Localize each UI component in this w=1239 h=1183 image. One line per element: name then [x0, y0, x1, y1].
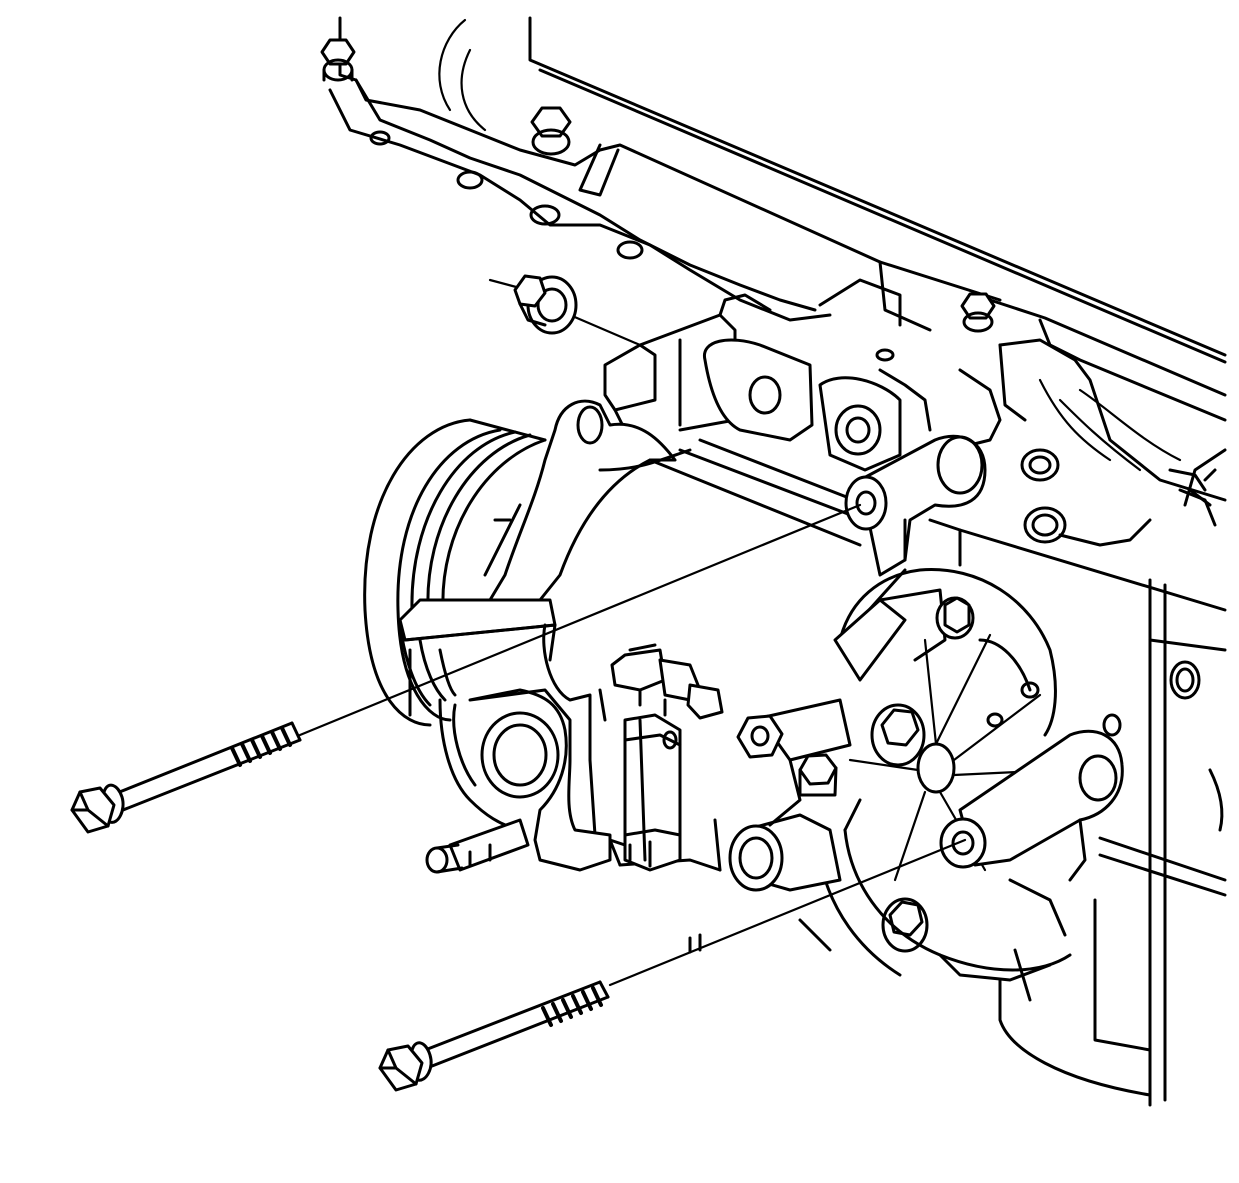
compressor-clutch-pulley [363, 418, 547, 727]
mounting-nut [488, 274, 642, 347]
hex-bolt-icon [530, 106, 572, 156]
refrigerant-ports [688, 698, 852, 954]
hex-nut-icon [798, 753, 838, 797]
electrical-connector [610, 643, 724, 872]
detail-strokes [903, 468, 1217, 1002]
hex-bolt-icon [870, 703, 926, 767]
hex-nut-washer-icon [513, 274, 578, 335]
engine-block [320, 16, 1227, 1107]
hex-bolt-icon [320, 38, 356, 82]
hex-bolt-head-icon [378, 1044, 424, 1092]
hex-fitting-icon [736, 714, 784, 759]
hex-bolt-icon [881, 897, 929, 953]
ac-compressor-body [398, 399, 987, 874]
compressor-rear-head [818, 568, 1124, 982]
mounting-bolt-lower [378, 838, 967, 1092]
mounting-bolt-upper [70, 503, 862, 834]
hex-bolt-icon [960, 292, 996, 333]
compressor-upper-mount [603, 293, 1002, 472]
hex-bolt-head-icon [70, 786, 116, 834]
